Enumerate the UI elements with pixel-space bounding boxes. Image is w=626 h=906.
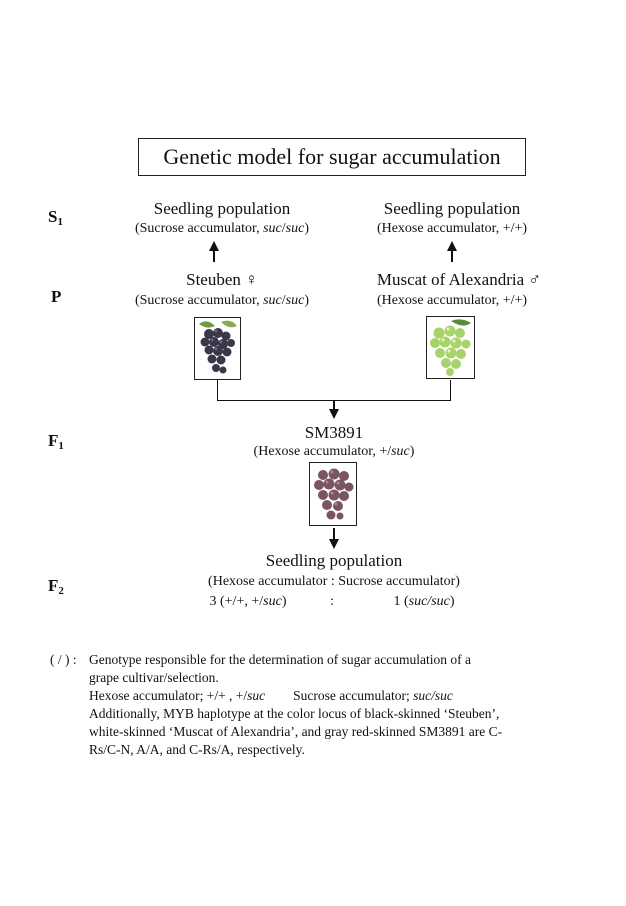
arrow-up-left xyxy=(209,241,219,262)
notes-line-4: Additionally, MYB haplotype at the color… xyxy=(89,706,500,721)
f1-desc: (Hexose accumulator, +/suc) xyxy=(253,444,415,459)
f1-name: SM3891 xyxy=(304,423,364,442)
cross-line-right xyxy=(450,380,451,401)
s1-left-name: Seedling population xyxy=(153,199,291,218)
parent-right-desc: (Hexose accumulator, +/+) xyxy=(376,293,528,308)
parent-left-name: Steuben ♀ xyxy=(186,270,258,289)
generation-label-s1: S1 xyxy=(48,207,63,228)
f2-sucrose-count: 1 (suc/suc) xyxy=(393,594,455,609)
parent-right-name: Muscat of Alexandria ♂ xyxy=(376,270,542,289)
arrow-up-right xyxy=(447,241,457,262)
steuben-grape-photo xyxy=(194,317,241,380)
sm3891-grape-photo xyxy=(309,462,357,526)
f2-hexose-count: 3 (+/+, +/suc) xyxy=(209,594,287,609)
s1-right-desc: (Hexose accumulator, +/+) xyxy=(376,221,528,236)
muscat-grape-photo xyxy=(426,316,475,379)
diagram-title: Genetic model for sugar accumulation xyxy=(138,138,526,176)
f2-ratio-header: (Hexose accumulator : Sucrose accumulato… xyxy=(208,574,460,589)
arrow-down-to-f1 xyxy=(329,400,339,419)
f2-ratio-colon: : xyxy=(330,594,334,609)
generation-label-p: P xyxy=(51,287,62,306)
generation-label-f2: F2 xyxy=(48,576,64,597)
parent-left-desc: (Sucrose accumulator, suc/suc) xyxy=(134,293,310,308)
generation-label-f1: F1 xyxy=(48,431,64,452)
cross-line-left xyxy=(217,380,218,401)
notes-line-6: Rs/C-N, A/A, and C-Rs/A, respectively. xyxy=(89,742,305,757)
s1-left-desc: (Sucrose accumulator, suc/suc) xyxy=(134,221,310,236)
notes-line-5: white-skinned ‘Muscat of Alexandria’, an… xyxy=(89,724,503,739)
notes-body: Genotype responsible for the determinati… xyxy=(89,651,599,759)
notes-line-2: grape cultivar/selection. xyxy=(89,670,219,685)
f2-name: Seedling population xyxy=(265,551,403,570)
notes-symbol: ( / ) : xyxy=(50,652,77,667)
s1-right-name: Seedling population xyxy=(383,199,521,218)
arrow-down-to-f2 xyxy=(329,528,339,549)
notes-line-1: Genotype responsible for the determinati… xyxy=(89,652,472,667)
